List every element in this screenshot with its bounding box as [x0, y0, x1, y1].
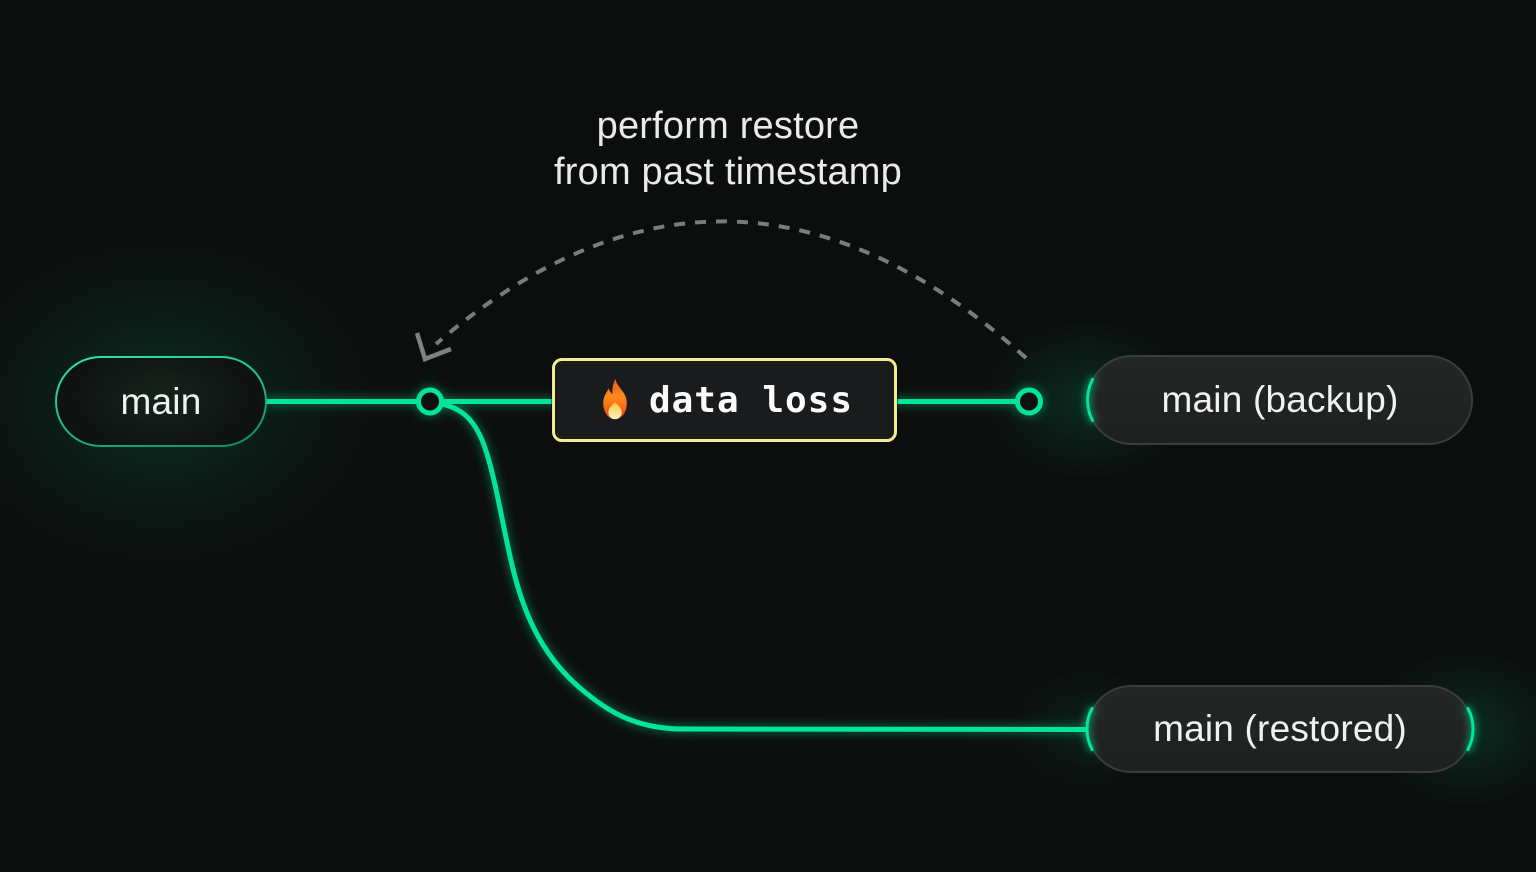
annotation-line1: perform restore	[596, 105, 860, 147]
arrowhead-icon	[414, 332, 452, 362]
data-loss-badge: data loss	[552, 358, 897, 442]
data-loss-label: data loss	[648, 379, 854, 421]
branch-node-main-label: main	[120, 380, 202, 422]
connector-dot-right	[1015, 387, 1043, 416]
connector-dot-left	[416, 387, 444, 416]
branch-node-backup: main (backup)	[1087, 355, 1473, 445]
branch-node-restored: main (restored)	[1087, 685, 1473, 773]
restore-annotation: perform restore from past timestamp	[554, 103, 902, 195]
branch-node-restored-label: main (restored)	[1153, 708, 1407, 749]
fire-icon	[603, 378, 627, 420]
restore-arc	[434, 219, 1028, 360]
restore-branch-line	[427, 399, 1093, 732]
branch-node-main: main	[55, 356, 267, 447]
annotation-line2: from past timestamp	[553, 151, 903, 193]
branch-node-backup-label: main (backup)	[1161, 379, 1399, 420]
